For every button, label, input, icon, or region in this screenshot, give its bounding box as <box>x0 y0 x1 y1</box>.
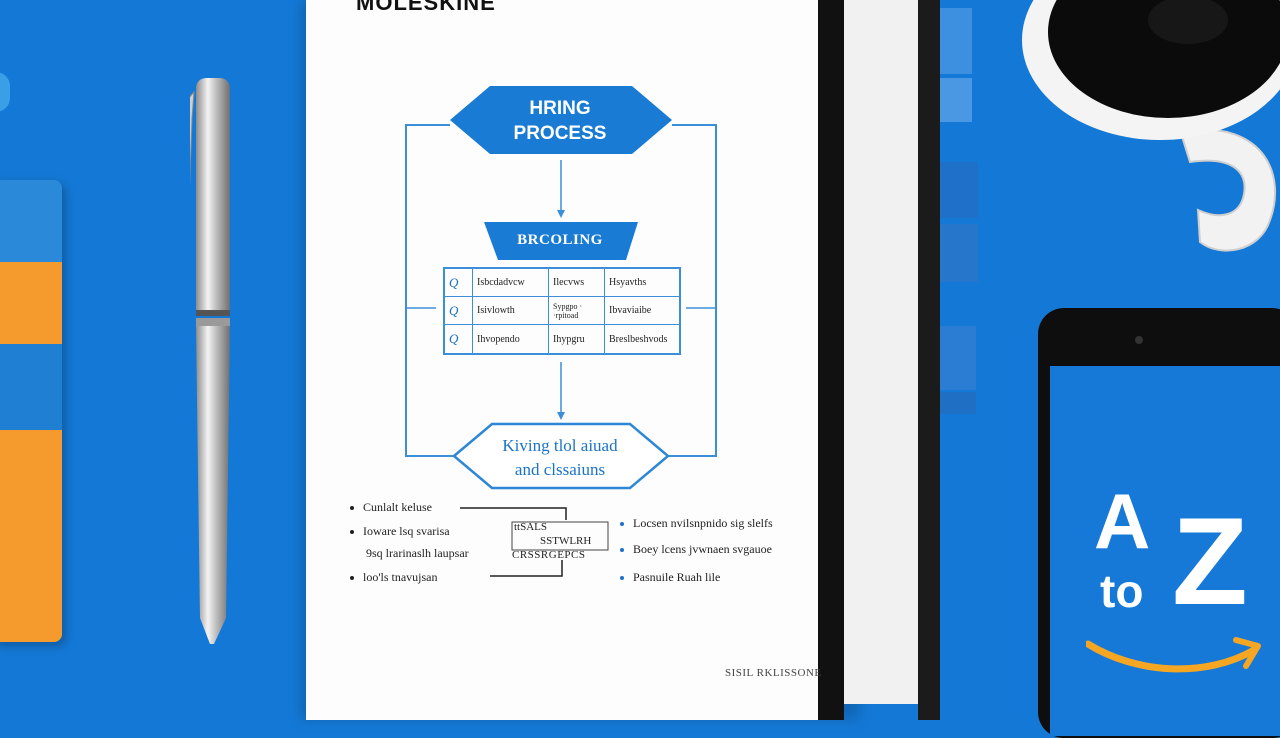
coffee-mug <box>1022 0 1280 252</box>
list-item: loo'ls tnavujsan <box>350 570 438 585</box>
index-tab <box>940 8 972 74</box>
grid-cell: Ilecvws <box>549 269 605 297</box>
list-item: 9sq lrarinaslh laupsar <box>366 546 469 560</box>
grid-cell: Ihypgru <box>549 325 605 353</box>
pen <box>190 78 230 644</box>
grid-cell: Hsyavths <box>605 269 679 297</box>
grid-cell: Q <box>445 269 473 297</box>
folder-clip <box>0 72 10 112</box>
list-item: Locsen nvilsnpnido sig slelfs <box>620 516 773 531</box>
phone-camera <box>1135 336 1143 344</box>
stage-label: BRCOLING <box>517 232 603 248</box>
grid-cell: Q <box>445 325 473 353</box>
page-footer-note: SISIL RKLISSONE <box>725 667 822 679</box>
grid-cell: Isbcdadvcw <box>473 269 549 297</box>
logo-letter-z: Z <box>1172 493 1248 631</box>
index-tab <box>940 326 976 390</box>
grid-cell: Isivlowth <box>473 297 549 325</box>
index-tab <box>940 78 972 122</box>
grid-cell: Sypgpo · ·rpitoad <box>549 297 605 325</box>
phone-screen <box>1050 366 1280 736</box>
list-item: Pasnuile Ruah lile <box>620 570 720 585</box>
index-tab <box>940 392 976 414</box>
folder-stack <box>0 180 62 642</box>
index-tab <box>940 162 978 218</box>
grid-cell: Ihvopendo <box>473 325 549 353</box>
list-item: Boey lcens jvwnaen svgauoe <box>620 542 772 557</box>
process-grid: Q Isbcdadvcw Ilecvws Hsyavths Q Isivlowt… <box>443 267 681 355</box>
notebook-spine <box>818 0 844 720</box>
list-item: Ioware lsq svarisa <box>350 524 450 539</box>
logo-word-to: to <box>1100 565 1144 617</box>
index-tab <box>940 224 978 282</box>
grid-cell: Ibvaviaibe <box>605 297 679 325</box>
decision-label: Kiving tlol aiuad and clssaiuns <box>502 436 618 479</box>
logo-letter-a: A <box>1094 477 1151 565</box>
notebook-brand: MOLESKINE <box>356 0 496 15</box>
grid-cell: Breslbeshvods <box>609 333 668 345</box>
grid-cell: Q <box>445 297 473 325</box>
notebook-cover-edge <box>918 0 940 720</box>
notes-middle: ttSALS SSTWLRH CRSSRGEPCS <box>512 521 592 561</box>
list-item: Cunlalt keluse <box>350 500 432 515</box>
flowchart-title: HRING PROCESS <box>513 98 607 144</box>
smile-arrow-icon <box>1086 637 1261 673</box>
notebook-back-pages <box>844 0 920 704</box>
